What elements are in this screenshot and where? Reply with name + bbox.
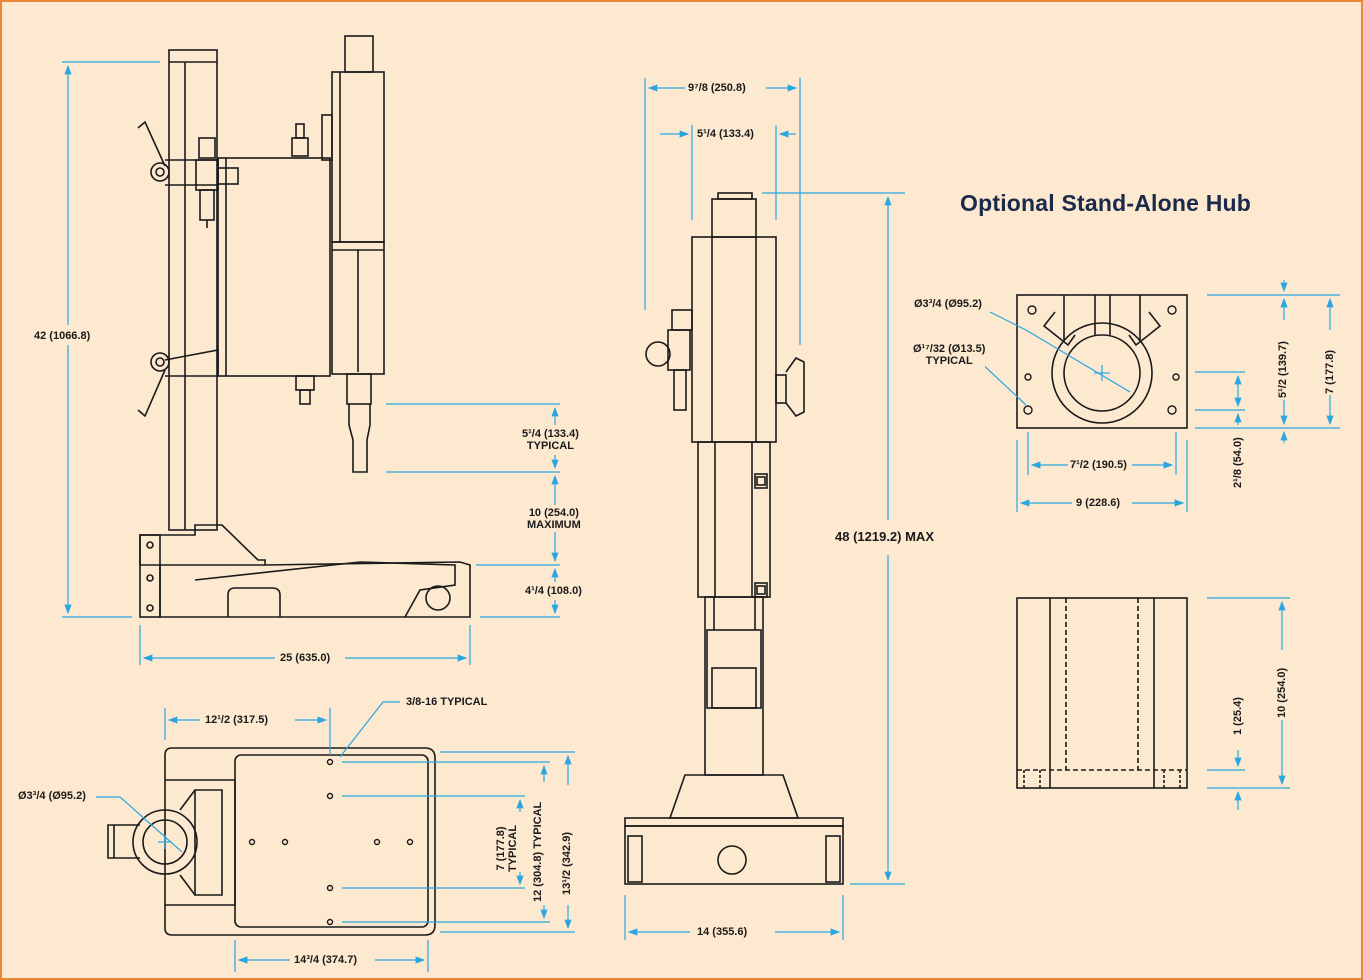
dim-base-depth: 13¹/2 (342.9) [561,832,573,895]
dim-side-depth: 25 (635.0) [280,652,331,664]
dim-side-height: 42 (1066.8) [34,330,91,342]
dim-thread: 3/8-16 TYPICAL [406,696,488,708]
dim-hole-spacing-a-note: TYPICAL [507,824,519,872]
converter-cap [344,35,374,73]
carriage-front [691,236,777,443]
dim-hub-holes-value: Ø¹⁷/32 (Ø13.5) [913,343,986,355]
dim-base-bore: Ø3³/4 (Ø95.2) [18,790,86,802]
dim-hole-spacing-a: 7 (177.8) TYPICAL [495,824,519,872]
side-view [137,35,471,618]
dim-hole-spacing-a-value: 7 (177.8) [495,826,507,871]
dim-stroke-value: 10 (254.0) [528,507,579,519]
dim-horn-travel: 5¹/4 (133.4) TYPICAL [522,428,579,452]
dim-hub-offset: 2¹/8 (54.0) [1232,437,1244,488]
dim-front-height-max: 48 (1219.2) MAX [835,529,934,544]
dim-front-width-top: 9⁷/8 (250.8) [688,82,746,94]
hub-side-view [1016,597,1188,789]
dim-hub-holes: Ø¹⁷/32 (Ø13.5) TYPICAL [913,343,986,367]
carriage-body [217,157,331,377]
dim-bolt-spacing: 12¹/2 (317.5) [205,714,268,726]
dim-stroke-note: MAXIMUM [527,519,581,531]
dim-hub-side-foot: 1 (25.4) [1232,697,1244,735]
dim-hub-inner-depth: 5¹/2 (139.7) [1277,341,1289,398]
dim-stroke: 10 (254.0) MAXIMUM [527,507,581,531]
dim-hub-inner-width: 7¹/2 (190.5) [1070,459,1127,471]
side-view-dimensions [62,61,560,665]
dim-hub-bore: Ø3³/4 (Ø95.2) [914,298,982,310]
hub-title: Optional Stand-Alone Hub [960,190,1251,216]
dim-front-width-inner: 5¹/4 (133.4) [697,128,754,140]
dim-horn-travel-value: 5¹/4 (133.4) [522,428,579,440]
dim-front-base-width: 14 (355.6) [697,926,748,938]
dim-hub-outer-depth: 7 (177.8) [1324,349,1336,394]
hub-top-dimensions [977,280,1340,512]
dim-hub-holes-note: TYPICAL [925,355,973,367]
dim-base-width: 14³/4 (374.7) [294,954,357,966]
base-plan-dimensions [96,701,575,972]
dim-hub-outer-width: 9 (228.6) [1076,497,1121,509]
column [168,49,218,531]
hub-side-dimensions [1207,597,1290,810]
front-view-dimensions [624,78,905,940]
dim-base-height: 4¹/4 (108.0) [525,585,582,597]
front-view [624,192,844,885]
hub-top-view [1016,294,1188,429]
dim-horn-travel-note: TYPICAL [526,440,574,452]
dim-hub-side-height: 10 (254.0) [1276,667,1288,718]
dim-hole-spacing-b: 12 (304.8) TYPICAL [532,801,544,902]
base-plan-view [107,747,436,936]
